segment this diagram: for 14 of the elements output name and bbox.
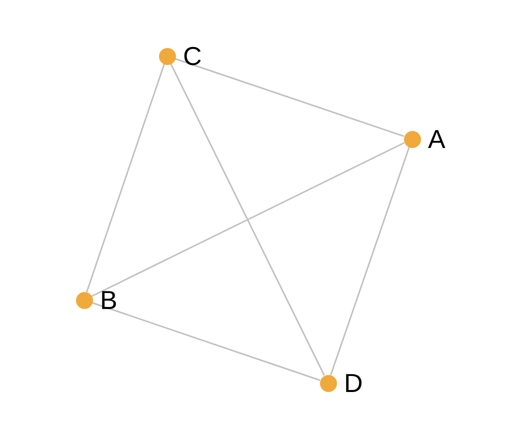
edge-line bbox=[170, 63, 325, 376]
node-label: D bbox=[344, 368, 363, 398]
edge-line bbox=[92, 302, 320, 381]
edge-line bbox=[86, 64, 165, 292]
edge-line bbox=[91, 142, 405, 297]
node-dot bbox=[320, 374, 336, 392]
node-dot bbox=[404, 130, 420, 148]
node-label: B bbox=[100, 285, 118, 315]
node-dot bbox=[76, 292, 92, 308]
edge-line bbox=[174, 58, 404, 137]
node-label: C bbox=[183, 41, 202, 71]
node-dot bbox=[158, 48, 176, 64]
node-label: A bbox=[428, 124, 446, 154]
edge-line bbox=[330, 146, 410, 376]
